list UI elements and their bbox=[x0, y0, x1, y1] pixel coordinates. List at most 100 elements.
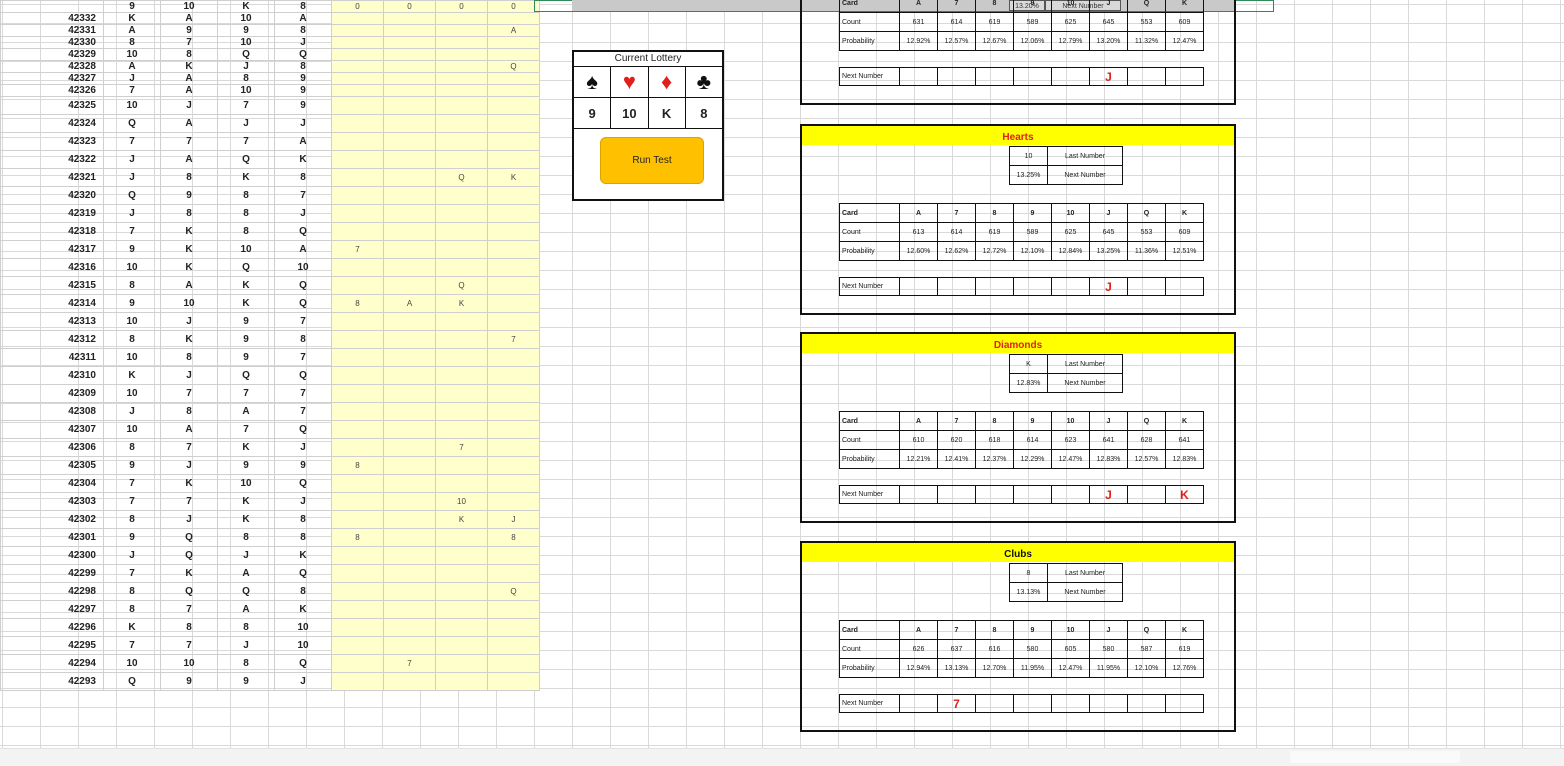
value-cell[interactable]: J bbox=[103, 72, 161, 85]
flag-cell[interactable] bbox=[435, 384, 488, 403]
row-label[interactable]: Next Number bbox=[839, 277, 900, 296]
flag-cell[interactable] bbox=[331, 600, 384, 619]
row-id-cell[interactable]: 42332 bbox=[0, 12, 104, 25]
flag-cell[interactable] bbox=[331, 384, 384, 403]
next-number-cell[interactable] bbox=[1127, 485, 1166, 504]
row-id-cell[interactable]: 42321 bbox=[0, 168, 104, 187]
flag-cell[interactable] bbox=[487, 474, 540, 493]
next-number-cell[interactable] bbox=[1127, 277, 1166, 296]
next-number-pct[interactable]: 12.83% bbox=[1009, 373, 1048, 393]
flag-cell[interactable]: 8 bbox=[331, 528, 384, 547]
row-label[interactable]: Count bbox=[839, 12, 900, 32]
flag-cell[interactable] bbox=[383, 114, 436, 133]
stat-cell[interactable]: 645 bbox=[1089, 12, 1128, 32]
stat-cell[interactable]: 12.29% bbox=[1013, 449, 1052, 469]
value-cell[interactable]: 10 bbox=[160, 654, 218, 673]
stat-cell[interactable]: 618 bbox=[975, 430, 1014, 450]
value-cell[interactable]: A bbox=[217, 402, 275, 421]
value-cell[interactable]: 8 bbox=[217, 186, 275, 205]
stat-cell[interactable]: J bbox=[1089, 203, 1128, 223]
row-id-cell[interactable]: 42331 bbox=[0, 24, 104, 37]
value-cell[interactable]: 9 bbox=[160, 24, 218, 37]
flag-cell[interactable] bbox=[383, 402, 436, 421]
flag-cell[interactable] bbox=[487, 294, 540, 313]
flag-cell[interactable] bbox=[435, 60, 488, 73]
value-cell[interactable]: 7 bbox=[103, 132, 161, 151]
flag-cell[interactable] bbox=[383, 528, 436, 547]
flag-cell[interactable] bbox=[487, 84, 540, 97]
value-cell[interactable]: A bbox=[160, 420, 218, 439]
flag-cell[interactable] bbox=[487, 72, 540, 85]
value-cell[interactable]: K bbox=[274, 600, 332, 619]
stat-cell[interactable]: 12.57% bbox=[937, 31, 976, 51]
value-cell[interactable]: 10 bbox=[103, 312, 161, 331]
value-cell[interactable]: 7 bbox=[160, 600, 218, 619]
flag-cell[interactable] bbox=[435, 672, 488, 691]
value-cell[interactable]: 9 bbox=[217, 672, 275, 691]
flag-cell[interactable] bbox=[383, 510, 436, 529]
flag-cell[interactable] bbox=[487, 114, 540, 133]
value-cell[interactable]: K bbox=[160, 474, 218, 493]
stat-cell[interactable]: 7 bbox=[937, 620, 976, 640]
value-cell[interactable]: A bbox=[160, 114, 218, 133]
value-cell[interactable]: 7 bbox=[160, 384, 218, 403]
value-cell[interactable]: 7 bbox=[274, 312, 332, 331]
value-cell[interactable]: K bbox=[160, 330, 218, 349]
value-cell[interactable]: 7 bbox=[217, 96, 275, 115]
flag-cell[interactable] bbox=[331, 420, 384, 439]
flag-cell[interactable] bbox=[331, 84, 384, 97]
flag-cell[interactable] bbox=[487, 204, 540, 223]
next-number-cell[interactable] bbox=[1165, 694, 1204, 713]
flag-cell[interactable] bbox=[435, 36, 488, 49]
flag-cell[interactable] bbox=[487, 186, 540, 205]
flag-cell[interactable] bbox=[383, 384, 436, 403]
row-label[interactable]: Card bbox=[839, 620, 900, 640]
row-id-cell[interactable]: 42329 bbox=[0, 48, 104, 61]
value-cell[interactable]: Q bbox=[274, 564, 332, 583]
flag-cell[interactable] bbox=[435, 420, 488, 439]
stat-cell[interactable]: 553 bbox=[1127, 12, 1166, 32]
next-number-cell[interactable] bbox=[1051, 277, 1090, 296]
flag-cell[interactable]: K bbox=[435, 294, 488, 313]
row-label[interactable]: Next Number bbox=[839, 67, 900, 86]
flag-cell[interactable] bbox=[435, 348, 488, 367]
row-label[interactable]: Card bbox=[839, 0, 900, 13]
flag-cell[interactable]: 7 bbox=[331, 240, 384, 259]
flag-cell[interactable] bbox=[383, 636, 436, 655]
flag-cell[interactable] bbox=[435, 96, 488, 115]
flag-cell[interactable] bbox=[435, 582, 488, 601]
flag-cell[interactable] bbox=[435, 48, 488, 61]
value-cell[interactable]: J bbox=[217, 546, 275, 565]
row-id-cell[interactable]: 42330 bbox=[0, 36, 104, 49]
value-cell[interactable]: 8 bbox=[274, 510, 332, 529]
row-id-cell[interactable]: 42294 bbox=[0, 654, 104, 673]
stat-cell[interactable]: 12.67% bbox=[975, 31, 1014, 51]
flag-cell[interactable] bbox=[487, 492, 540, 511]
stat-cell[interactable]: 589 bbox=[1013, 222, 1052, 242]
value-cell[interactable]: 7 bbox=[103, 474, 161, 493]
next-number-cell[interactable] bbox=[1013, 694, 1052, 713]
stat-cell[interactable]: 12.06% bbox=[1013, 31, 1052, 51]
row-label[interactable]: Next Number bbox=[839, 485, 900, 504]
value-cell[interactable]: 7 bbox=[160, 438, 218, 457]
row-label[interactable]: Next Number bbox=[839, 694, 900, 713]
next-number-cell[interactable] bbox=[1013, 67, 1052, 86]
flag-cell[interactable] bbox=[383, 96, 436, 115]
row-id-cell[interactable]: 42296 bbox=[0, 618, 104, 637]
row-id-cell[interactable]: 42302 bbox=[0, 510, 104, 529]
flag-cell[interactable] bbox=[331, 438, 384, 457]
flag-cell[interactable] bbox=[331, 168, 384, 187]
stat-cell[interactable]: 610 bbox=[899, 430, 938, 450]
stat-cell[interactable]: 613 bbox=[899, 222, 938, 242]
row-id-cell[interactable]: 42309 bbox=[0, 384, 104, 403]
flag-cell[interactable] bbox=[487, 12, 540, 25]
value-cell[interactable]: 7 bbox=[103, 564, 161, 583]
flag-cell[interactable] bbox=[383, 492, 436, 511]
value-cell[interactable]: 8 bbox=[217, 618, 275, 637]
stat-cell[interactable]: 625 bbox=[1051, 12, 1090, 32]
row-label[interactable]: Count bbox=[839, 430, 900, 450]
flag-cell[interactable] bbox=[331, 348, 384, 367]
flag-cell[interactable] bbox=[331, 330, 384, 349]
stat-cell[interactable]: 12.79% bbox=[1051, 31, 1090, 51]
stat-cell[interactable]: Q bbox=[1127, 620, 1166, 640]
